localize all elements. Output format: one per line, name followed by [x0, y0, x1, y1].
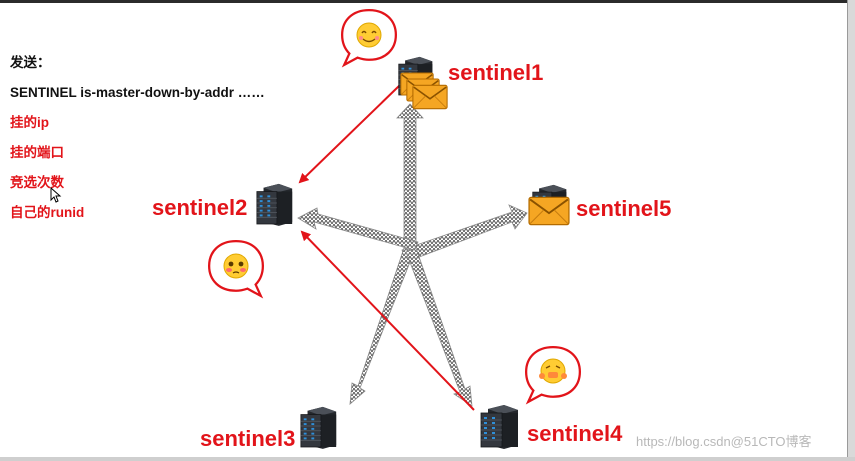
param-ip: 挂的ip [10, 115, 49, 130]
broadcast-arrows [297, 103, 528, 407]
send-label: 发送： [10, 55, 51, 70]
server-icon [256, 183, 293, 227]
envelope-icon [412, 84, 448, 110]
server-icon [300, 406, 337, 450]
sentinel3-node: sentinel3 [200, 406, 337, 451]
sentinel1-label: sentinel1 [448, 60, 543, 85]
param-port: 挂的端口 [10, 145, 64, 160]
sentinel4-label: sentinel4 [527, 421, 623, 446]
window-bottom-border [0, 457, 855, 461]
window-top-border [0, 0, 855, 3]
watermark: https://blog.csdn@51CTO博客 [636, 434, 812, 449]
sentinel1-node: sentinel1 [340, 8, 543, 110]
hatched-arrow-to-sentinel3 [349, 247, 415, 405]
server-icon [480, 404, 519, 450]
sentinel3-label: sentinel3 [200, 426, 295, 451]
hatched-arrow-to-sentinel2 [297, 207, 419, 251]
vote-request-arrow-sentinel1-to-sentinel2 [298, 84, 401, 184]
param-runid: 自己的runid [10, 205, 85, 220]
hatched-arrow-to-sentinel4 [405, 247, 473, 407]
blushing-face-icon [207, 239, 265, 298]
command-text: SENTINEL is-master-down-by-addr …… [10, 85, 265, 100]
smiling-face-icon [340, 8, 398, 67]
message-description: 发送： SENTINEL is-master-down-by-addr …… 挂… [10, 48, 265, 228]
param-epoch: 竞选次数 [10, 175, 64, 190]
mouse-cursor-icon [50, 187, 62, 203]
sentinel5-label: sentinel5 [576, 196, 671, 221]
sentinel2-node: sentinel2 [152, 183, 293, 298]
sentinel5-node: sentinel5 [528, 184, 671, 226]
window-right-border [847, 0, 855, 461]
hatched-arrow-to-sentinel5 [401, 204, 528, 263]
envelope-icon [528, 196, 570, 226]
vote-request-arrow-sentinel4-to-sentinel2 [300, 230, 475, 411]
sentinel4-node: sentinel4 [480, 345, 623, 450]
distressed-face-icon [524, 345, 582, 404]
sentinel2-label: sentinel2 [152, 195, 247, 220]
hatched-arrow-to-sentinel1 [396, 103, 424, 263]
